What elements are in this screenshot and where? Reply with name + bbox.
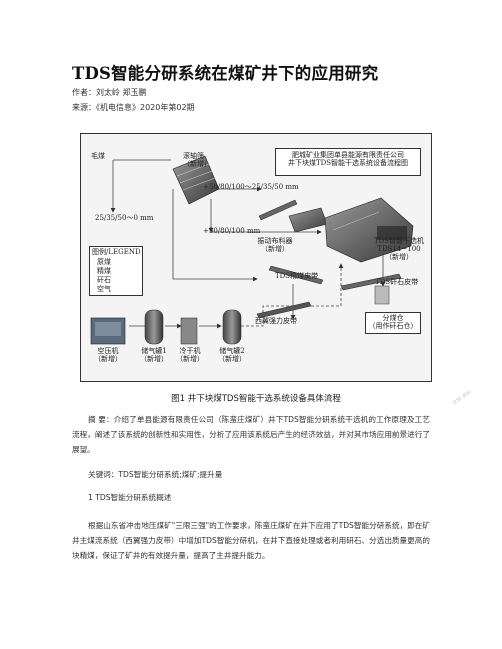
upper-belt: [258, 199, 298, 221]
legend-item-air: 空气: [97, 285, 111, 293]
figure-caption: 图1 井下块煤TDS智能干选系统设备具体流程: [171, 394, 341, 404]
flow-line-fines: [172, 189, 258, 282]
bin-box: [365, 312, 421, 334]
strong-belt: [256, 301, 312, 319]
strong-belt-label: 西翼强力皮带: [255, 317, 297, 325]
size-left-label: 25/35/50～0 mm: [95, 214, 154, 222]
bin-label: 分煤仓（用作矸石仓）: [368, 314, 418, 331]
body-paragraph-1: 根据山东省冲击地压煤矿"三限三强"的工作要求，陈蛮庄煤矿在井下应用了TDS智能分…: [72, 521, 430, 560]
company-title-box: [275, 148, 421, 176]
body-paragraph: 根据山东省冲击地压煤矿"三限三强"的工作要求，陈蛮庄煤矿在井下应用了TDS智能分…: [72, 518, 430, 563]
article-source: 来源：《机电信息》2020年第02期: [72, 103, 195, 112]
flow-diagram-figure: 肥城矿业集团单县能源有限责任公司井下块煤TDS智能干选系统设备流程图 毛煤 滚轴…: [80, 133, 432, 382]
coal-bin: [374, 285, 390, 305]
abstract-paragraph: 摘 要：介绍了单县能源有限责任公司（陈蛮庄煤矿）井下TDS智能分研系统干选机的工…: [72, 412, 430, 457]
air-tank-2-label: 储气罐2（新增）: [218, 347, 246, 364]
dryer-unit: [180, 317, 198, 345]
vibrating-feeder-machine: [288, 207, 328, 233]
dryer-label: 冷干机（新增）: [176, 347, 204, 364]
gangue-belt-label: TDS矸石皮带: [375, 278, 419, 286]
clean-coal-belt: [268, 265, 324, 285]
air-compressor-unit: [90, 317, 126, 345]
size-mid-label: +50/80/100 mm: [203, 227, 261, 235]
section-1-heading: 1 TDS智能分研系统概述: [88, 493, 172, 502]
article-title: TDS智能分研系统在煤矿井下的应用研究: [72, 64, 379, 83]
gangue-belt: [340, 273, 402, 291]
legend-item-gangue: 矸石: [97, 276, 111, 284]
abstract-text: 摘 要：介绍了单县能源有限责任公司（陈蛮庄煤矿）井下TDS智能分研系统干选机的工…: [72, 415, 430, 454]
company-title-label: 肥城矿业集团单县能源有限责任公司井下块煤TDS智能干选系统设备流程图: [287, 151, 409, 168]
air-compressor-label: 空压机（新增）: [94, 347, 122, 364]
tds-machine: [324, 197, 414, 263]
air-line-to-tds: [241, 263, 344, 327]
legend-box: [89, 246, 143, 296]
section-heading: 1 TDS智能分研系统概述: [72, 490, 430, 505]
flow-diagram-graphics: [90, 155, 414, 345]
roller-sieve-machine: [172, 155, 220, 205]
air-tank-1: [144, 309, 164, 345]
legend-item-clean: 精煤: [97, 267, 111, 275]
watermark-stamp: 文档 资料: [451, 389, 473, 407]
size-top-label: +50/80/100～25/35/50 mm: [203, 183, 299, 191]
clean-belt-label: TDS精煤皮带: [275, 272, 319, 280]
legend-item-raw: 原煤: [97, 258, 111, 266]
vibrating-feeder-label: 振动布料器（新增）: [257, 237, 293, 254]
air-tank-2: [222, 309, 242, 345]
legend-title: 图例/LEGEND: [92, 248, 141, 256]
article-authors: 作者：刘太岭 郑玉鹏: [72, 88, 147, 97]
raw-coal-label: 毛煤: [91, 152, 105, 160]
keywords-text: 关键词：TDS智能分研系统;煤矿;提升量: [88, 470, 223, 479]
roller-sieve-label: 滚轴筛（新增）: [183, 152, 211, 169]
keywords-line: 关键词：TDS智能分研系统;煤矿;提升量: [72, 467, 430, 482]
air-tank-1-label: 储气罐1（新增）: [140, 347, 168, 364]
